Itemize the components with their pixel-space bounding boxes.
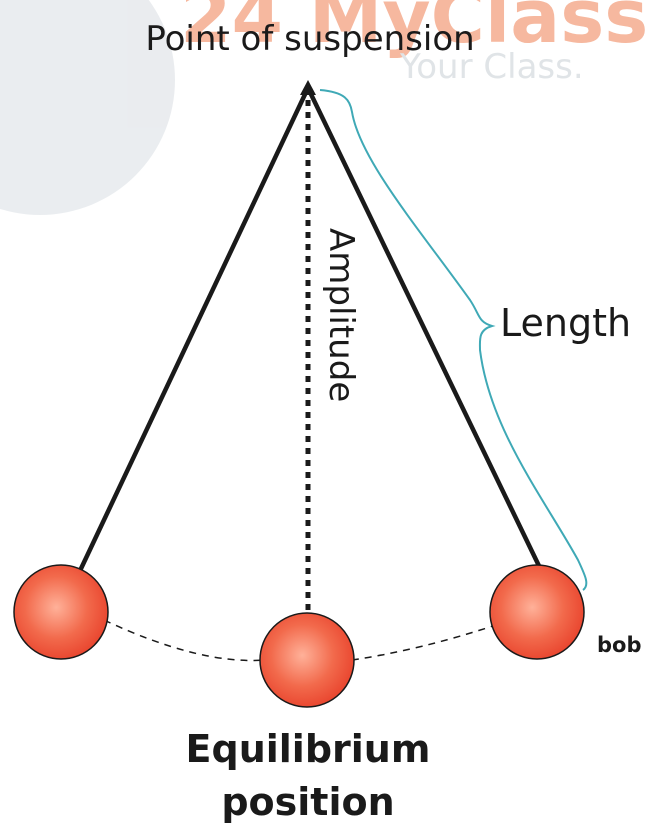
amplitude-label: Amplitude	[321, 228, 361, 402]
bob-label: bob	[597, 633, 642, 657]
length-label: Length	[500, 301, 631, 345]
watermark-tagline: Your Class.	[399, 47, 584, 87]
center-bob	[259, 612, 355, 708]
equilibrium-label-line1: Equilibrium	[186, 727, 431, 771]
watermark-circle	[0, 0, 175, 215]
left-string	[75, 87, 311, 576]
length-brace	[319, 89, 588, 591]
right-string	[305, 87, 543, 569]
right-bob	[489, 564, 585, 660]
arc-left	[103, 619, 266, 662]
point-of-suspension-label: Point of suspension	[145, 19, 474, 59]
watermark: 24 MyClass Your Class.	[0, 0, 648, 215]
suspension-point	[300, 80, 316, 95]
left-bob	[13, 564, 109, 660]
watermark-brand: 24 MyClass	[180, 0, 648, 60]
equilibrium-label-line2: position	[221, 780, 394, 824]
arc-right	[351, 624, 497, 661]
